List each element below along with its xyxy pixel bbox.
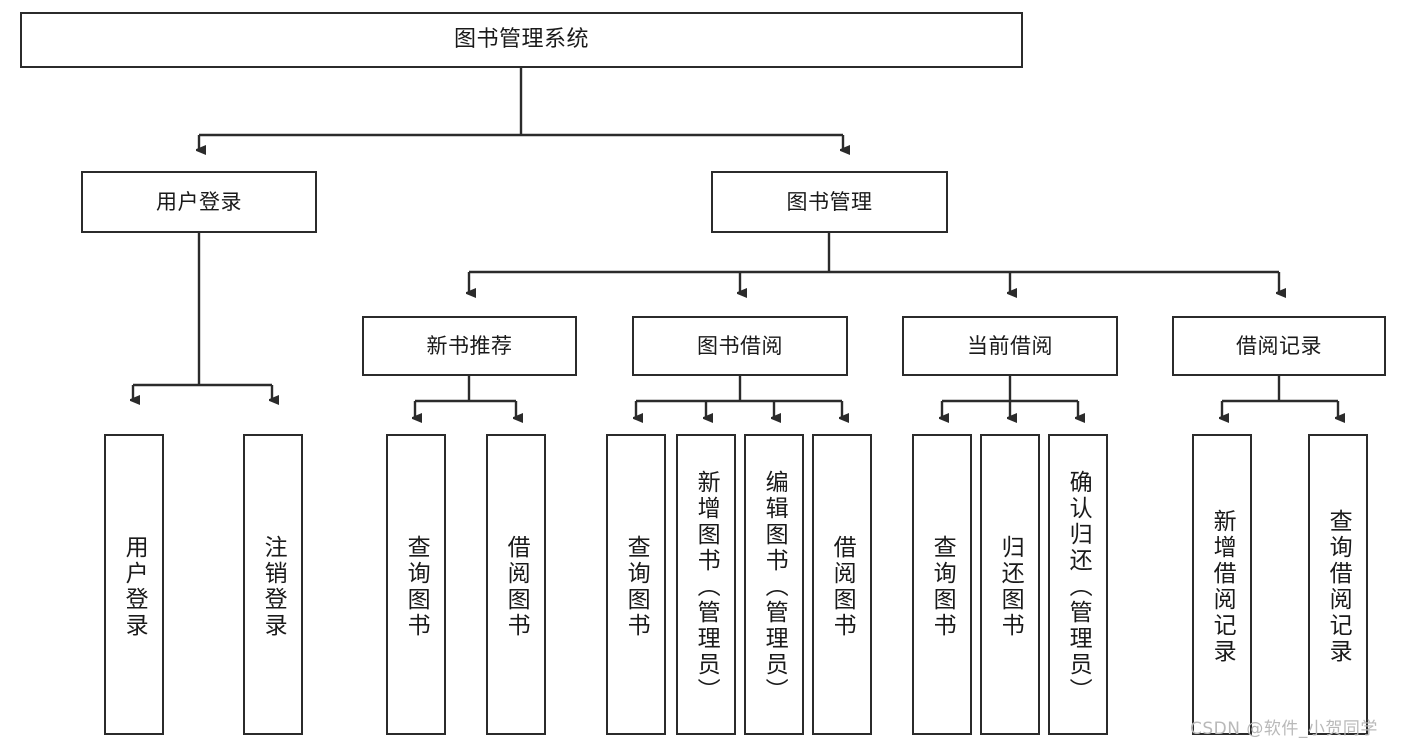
leaf-add-borrow-record[interactable]: 新增借阅记录	[1192, 434, 1252, 735]
leaf-confirm-return-admin[interactable]: 确认归还（管理员）	[1048, 434, 1108, 735]
node-label: 新增借阅记录	[1209, 508, 1236, 665]
node-label: 注销登录	[260, 534, 287, 639]
node-label: 查询图书	[623, 534, 650, 639]
node-label: 当前借阅	[967, 333, 1053, 358]
node-label: 图书管理	[786, 189, 873, 214]
node-root-book-management-system[interactable]: 图书管理系统	[20, 12, 1023, 68]
watermark-text: CSDN @软件_小贺同学	[1190, 719, 1378, 739]
leaf-user-login[interactable]: 用户登录	[104, 434, 164, 735]
node-current-borrow[interactable]: 当前借阅	[902, 316, 1118, 376]
leaf-return-book[interactable]: 归还图书	[980, 434, 1040, 735]
leaf-borrow-book-recommend[interactable]: 借阅图书	[486, 434, 546, 735]
node-label: 借阅图书	[503, 534, 530, 639]
node-label: 新书推荐	[426, 333, 513, 358]
leaf-query-book-recommend[interactable]: 查询图书	[386, 434, 446, 735]
node-new-book-recommend[interactable]: 新书推荐	[362, 316, 577, 376]
node-label: 确认归还（管理员）	[1065, 469, 1092, 704]
node-label: 归还图书	[997, 534, 1024, 639]
node-label: 图书借阅	[697, 333, 783, 358]
leaf-add-book-admin[interactable]: 新增图书（管理员）	[676, 434, 736, 735]
node-label: 编辑图书（管理员）	[761, 469, 788, 704]
node-label: 借阅图书	[829, 534, 856, 639]
node-label: 用户登录	[156, 189, 242, 214]
node-label: 图书管理系统	[453, 27, 589, 53]
node-label: 查询借阅记录	[1325, 508, 1352, 665]
node-book-management[interactable]: 图书管理	[711, 171, 948, 233]
node-label: 借阅记录	[1236, 333, 1322, 358]
node-label: 新增图书（管理员）	[693, 469, 720, 704]
node-label: 用户登录	[121, 534, 148, 639]
leaf-query-book-borrow[interactable]: 查询图书	[606, 434, 666, 735]
leaf-borrow-book[interactable]: 借阅图书	[812, 434, 872, 735]
leaf-query-borrow-record[interactable]: 查询借阅记录	[1308, 434, 1368, 735]
node-label: 查询图书	[403, 534, 430, 639]
node-label: 查询图书	[929, 534, 956, 639]
leaf-edit-book-admin[interactable]: 编辑图书（管理员）	[744, 434, 804, 735]
node-user-login[interactable]: 用户登录	[81, 171, 317, 233]
leaf-logout-login[interactable]: 注销登录	[243, 434, 303, 735]
node-borrow-record[interactable]: 借阅记录	[1172, 316, 1386, 376]
node-book-borrow[interactable]: 图书借阅	[632, 316, 848, 376]
leaf-query-book-current[interactable]: 查询图书	[912, 434, 972, 735]
